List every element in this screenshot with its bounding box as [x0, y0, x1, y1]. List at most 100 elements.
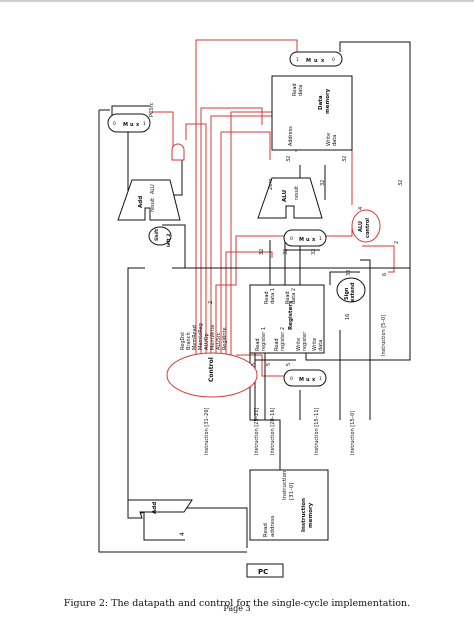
width-32-h: 32	[346, 270, 352, 276]
memtoreg-mux-x: x	[321, 58, 325, 64]
branch-adder-result: result	[150, 198, 156, 212]
width-5-a: 5	[251, 363, 257, 366]
alusrc-mux: 0 M u x 1	[283, 229, 327, 247]
alusrc-mux-sel0: 0	[290, 236, 293, 242]
width-5-c: 5	[286, 363, 292, 366]
signal-branch: Branch	[186, 332, 192, 350]
field-15-0: Instruction [15–0]	[350, 411, 356, 455]
width-5-b: 5	[266, 363, 272, 366]
width-32-e: 32	[320, 180, 326, 186]
pc-adder: Add 4	[127, 499, 193, 536]
and-gate: PCSrc	[149, 102, 185, 161]
regdst-mux-u: u	[306, 377, 310, 383]
dmem-write-data-b: data	[332, 135, 338, 146]
dmem-title-b: memory	[325, 88, 331, 114]
imem-read-address-2: address	[270, 515, 276, 537]
signal-regdst: RegDst	[180, 332, 186, 350]
main-alu: ALU result Zero	[257, 177, 323, 219]
dmem-address: Address	[288, 126, 294, 146]
branch-adder: Add ALU result	[117, 179, 181, 221]
alu-label: ALU	[282, 190, 288, 202]
page-number: Page 3	[223, 604, 251, 613]
imem-read-address-1: Read	[263, 523, 269, 537]
memtoreg-mux-sel1: 1	[296, 57, 299, 63]
regdst-mux-sel1: 1	[319, 376, 322, 382]
pc-mux: 0 M u x 1	[107, 113, 151, 133]
shift-left-2: Shift left 2	[148, 226, 172, 247]
branch-adder-alu: ALU	[150, 184, 156, 194]
signal-memread: MemRead	[192, 325, 198, 350]
reg-read-reg2-b: register 2	[280, 327, 286, 351]
pc-adder-four: 4	[179, 532, 186, 536]
alusrc-mux-sel1: 1	[319, 236, 322, 242]
signal-memtoreg: MemtoReg	[198, 323, 204, 350]
width-32-g: 32	[398, 180, 404, 186]
reg-read-data2-a: Read	[285, 291, 291, 304]
sign-extend-a: Sign	[344, 287, 350, 300]
width-32-d: 32	[286, 156, 292, 162]
alusrc-mux-u: u	[306, 237, 310, 243]
field-25-21: Instruction [25–21]	[254, 407, 260, 455]
field-15-11: Instruction [15–11]	[314, 407, 320, 455]
signal-regwrite: RegWrite	[222, 327, 228, 350]
imem-instruction-1: Instruction	[282, 470, 288, 500]
width-4: 4	[358, 207, 364, 210]
reg-write-reg-a: Write	[296, 338, 302, 351]
width-32-f: 32	[342, 156, 348, 162]
width-6: 6	[382, 273, 388, 276]
dmem-write-data-a: Write	[326, 133, 332, 146]
alu-control: ALU control	[351, 209, 381, 243]
pc-mux-u: u	[130, 122, 134, 128]
pc-register: PC	[246, 563, 284, 578]
imem-instruction-2: [31–0]	[289, 482, 295, 500]
register-file: Read register 1 Read register 2 Write re…	[249, 284, 325, 354]
reg-read-reg2-a: Read	[274, 338, 280, 351]
width-32-a: 32	[259, 249, 265, 255]
dmem-title-a: Data	[318, 95, 324, 110]
pcsrc-label: PCSrc	[149, 102, 155, 117]
memtoreg-mux-sel0: 0	[332, 57, 335, 63]
dmem-read-data-b: data	[298, 85, 304, 96]
bus-width-labels: 32 32 32 32 32 32 32 32 16 6 5 5 5 4 2 2	[208, 156, 404, 366]
reg-read-reg1-b: register 1	[261, 327, 267, 351]
instruction-memory: Read address Instruction [31–0] Instruct…	[249, 469, 329, 541]
regdst-mux-m: M	[299, 377, 304, 383]
shift-left-2-b: left 2	[166, 234, 172, 247]
signal-memwrite: MemWrite	[210, 325, 216, 350]
figure-caption: Figure 2: The datapath and control for t…	[63, 598, 411, 609]
reg-read-reg1-a: Read	[255, 338, 261, 351]
alusrc-mux-m: M	[299, 237, 304, 243]
reg-write-data-b: data	[318, 340, 324, 351]
width-32-b: 32	[283, 249, 289, 255]
signal-alusrc: ALUSrc	[216, 332, 222, 350]
reg-write-data-a: Write	[312, 338, 318, 351]
signal-aluop: ALUOp	[204, 333, 210, 350]
regdst-mux-x: x	[312, 377, 316, 383]
reg-read-data2-b: data 2	[291, 288, 297, 304]
memtoreg-mux-u: u	[314, 58, 318, 64]
control-signal-labels: RegDst Branch MemRead MemtoReg ALUOp Mem…	[180, 323, 228, 350]
reg-read-data1-a: Read	[264, 291, 270, 304]
reg-read-data1-b: data 1	[270, 288, 276, 304]
memtoreg-mux-m: M	[306, 58, 311, 64]
field-5-0: Instruction [5–0]	[381, 315, 387, 356]
control-label: Control	[208, 357, 215, 382]
sign-extend: Sign extend	[336, 277, 366, 303]
imem-title-1: Instruction	[301, 498, 307, 532]
width-2-a: 2	[208, 301, 214, 304]
top-border	[0, 0, 474, 2]
pc-adder-label: Add	[152, 502, 158, 514]
pc-mux-x: x	[136, 122, 140, 128]
imem-title-2: memory	[308, 502, 314, 528]
zero-label: Zero	[268, 178, 274, 190]
pc-mux-sel1: 1	[143, 121, 146, 127]
shift-left-2-a: Shift	[154, 228, 160, 241]
regdst-mux-sel0: 0	[290, 376, 293, 382]
alu-control-a: ALU	[358, 221, 364, 232]
alu-control-b: control	[365, 218, 371, 238]
pc-mux-m: M	[123, 122, 128, 128]
width-16: 16	[345, 314, 351, 320]
width-32-c: 32	[311, 249, 317, 255]
regdst-mux: 0 M u x 1	[283, 369, 327, 387]
